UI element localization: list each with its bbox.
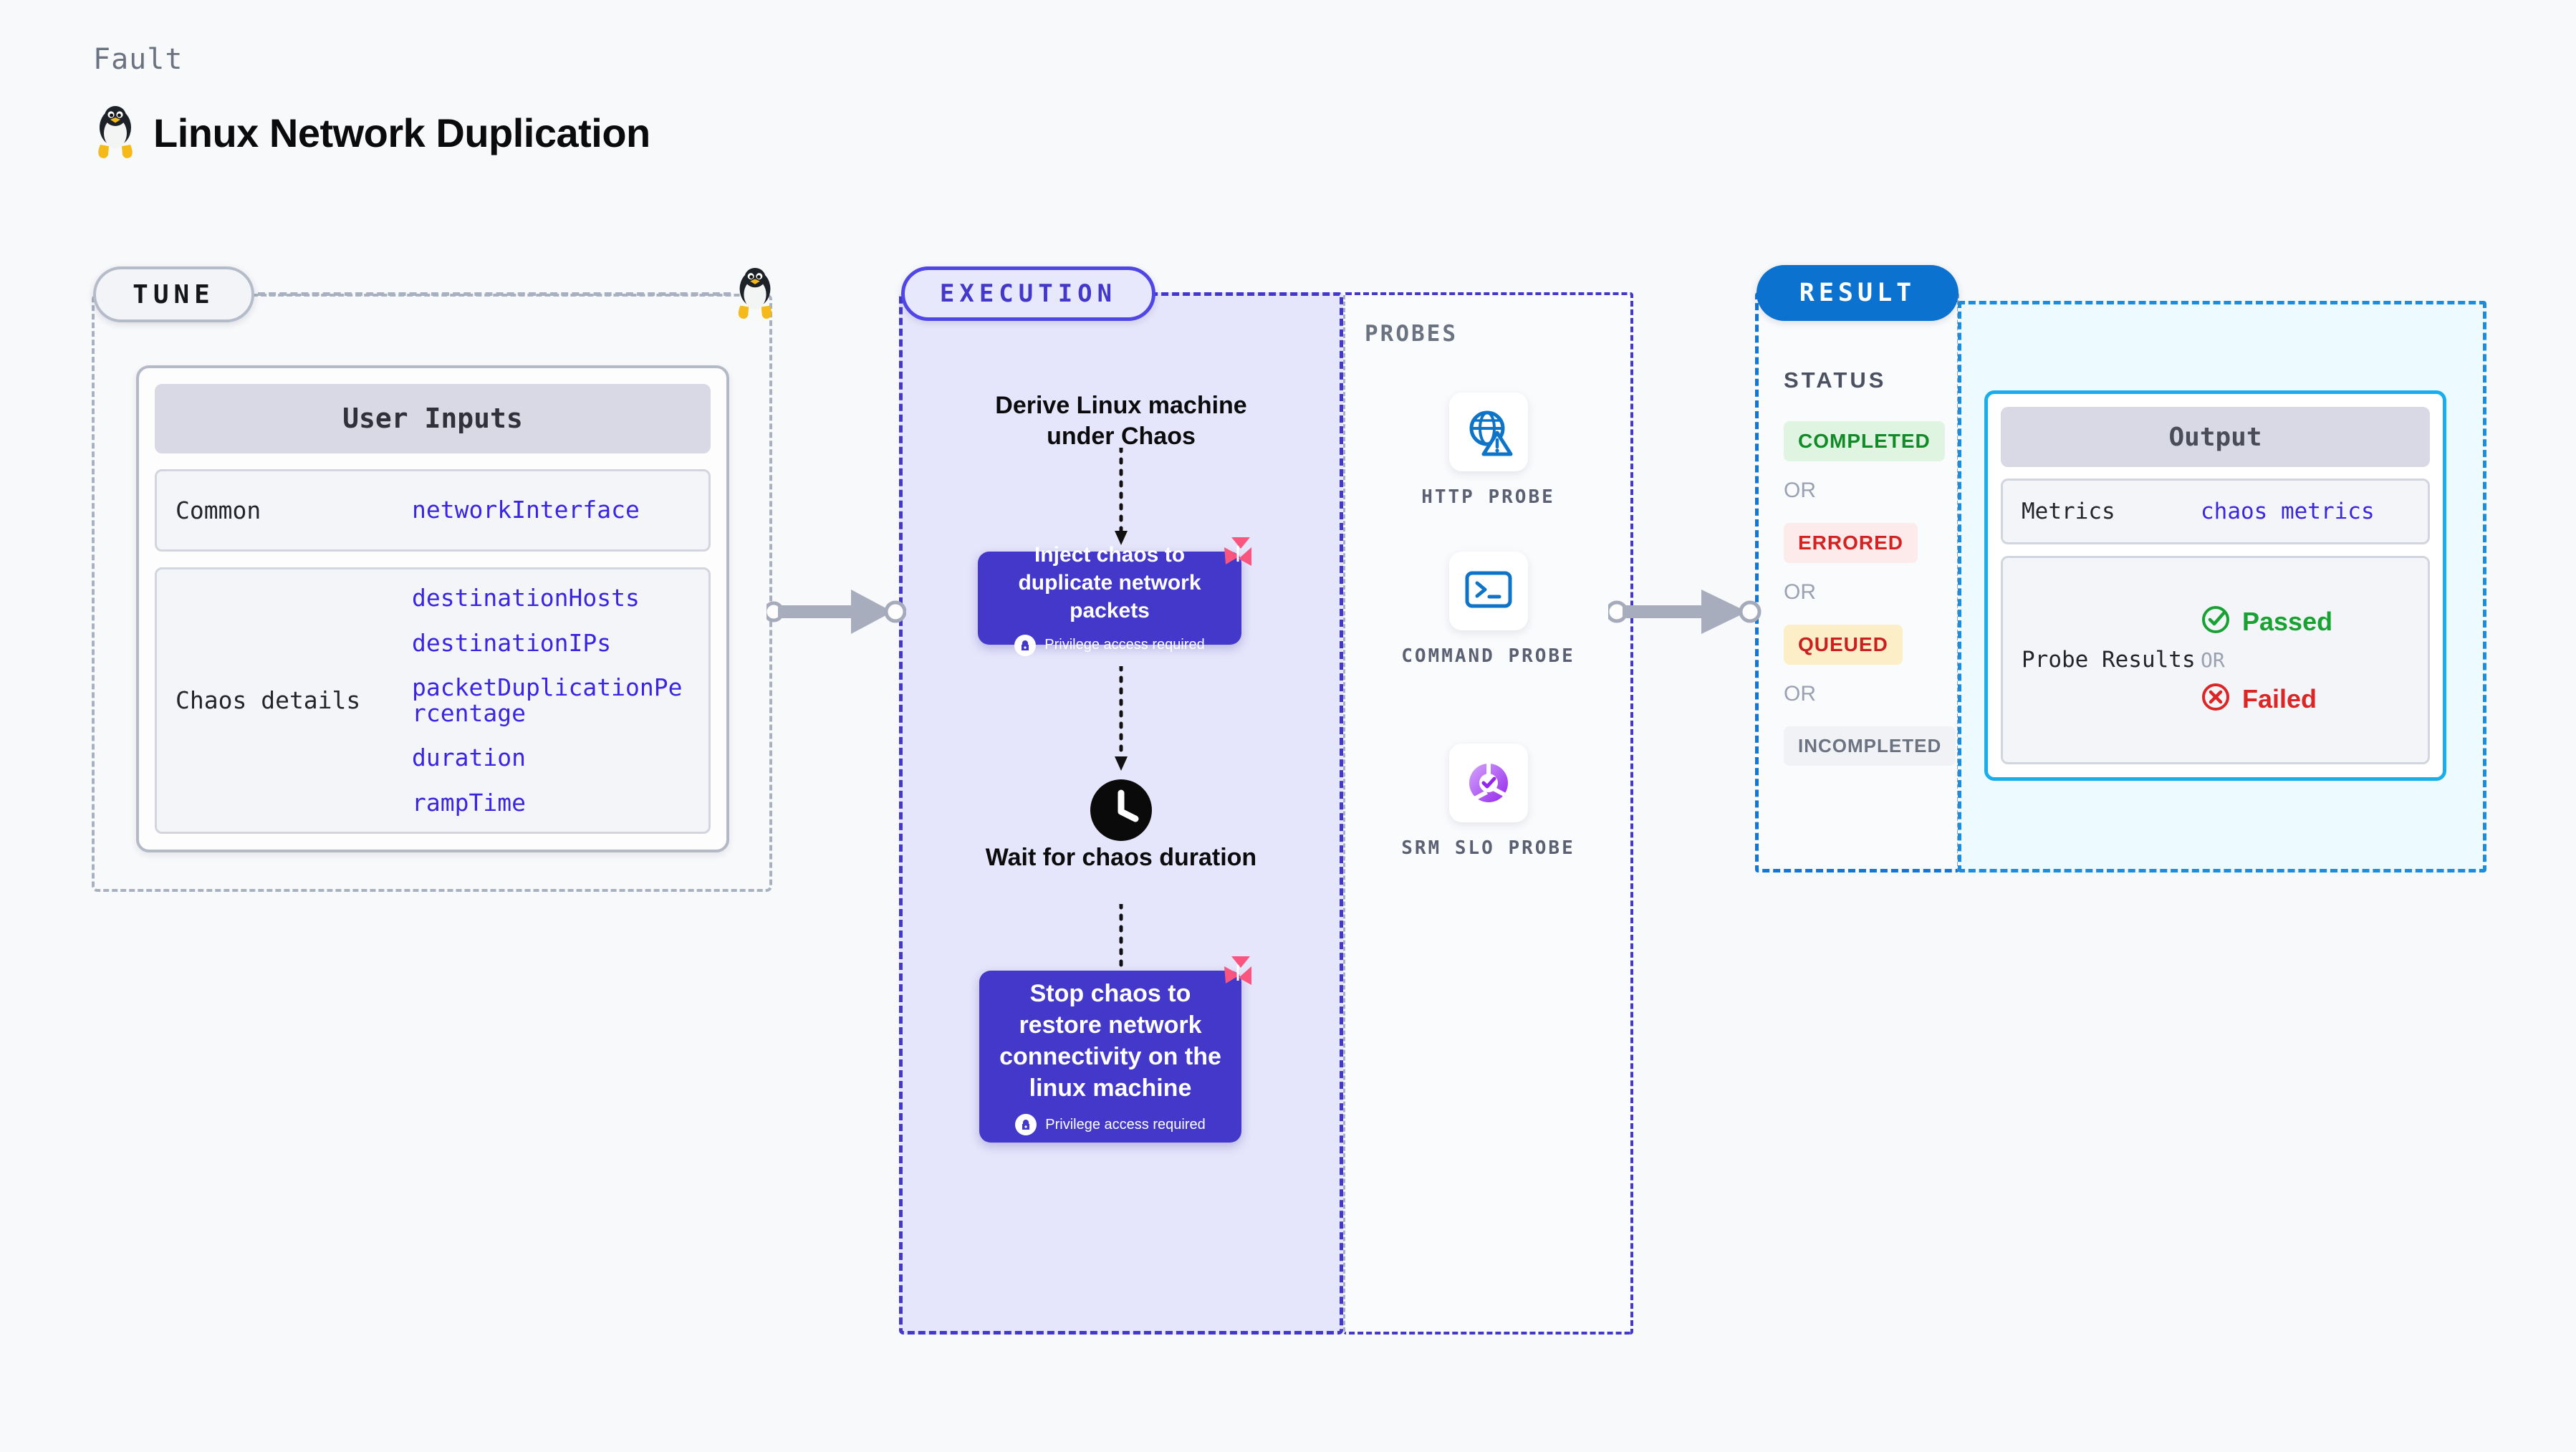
input-row-key: Chaos details: [176, 686, 361, 715]
clock-icon: [1088, 777, 1154, 847]
privilege-label: Privilege access required: [1044, 637, 1205, 653]
page-title-row: Linux Network Duplication: [93, 105, 650, 160]
probes-to-result-arrow: [1605, 584, 1766, 643]
input-value: packetDuplicationPercentage: [412, 673, 683, 728]
status-or-label: OR: [1784, 682, 1816, 706]
input-value: destinationIPs: [412, 628, 612, 657]
linux-penguin-icon: [93, 105, 138, 160]
execution-node-label: Inject chaos to duplicate network packet…: [1018, 542, 1201, 622]
output-row-probe-results: Probe Results Passed OR: [2001, 556, 2430, 764]
output-row-key: Metrics: [2022, 498, 2115, 524]
probe-result-passed: Passed: [2201, 605, 2332, 638]
input-row-key: Common: [176, 496, 261, 524]
input-value: rampTime: [412, 788, 526, 817]
status-badge-incompleted: INCOMPLETED: [1784, 726, 1956, 766]
execution-node-inject-chaos[interactable]: Inject chaos to duplicate network packet…: [978, 537, 1251, 656]
probe-failed-label: Failed: [2242, 683, 2317, 713]
privilege-note: Privilege access required: [1014, 634, 1205, 656]
status-section-label: STATUS: [1784, 367, 1887, 393]
probe-caption: SRM SLO PROBE: [1401, 837, 1575, 859]
flow-connector-dotted: [1107, 446, 1135, 552]
probes-section-label: PROBES: [1365, 321, 1458, 347]
linux-penguin-icon: [733, 266, 777, 324]
output-card-title: Output: [2001, 407, 2430, 467]
input-value: duration: [412, 744, 526, 772]
probe-passed-label: Passed: [2242, 606, 2333, 636]
status-badge-errored: ERRORED: [1784, 523, 1918, 563]
user-inputs-title: User Inputs: [155, 384, 711, 453]
chaos-mark-icon: [1219, 533, 1257, 575]
status-badge-completed: COMPLETED: [1784, 421, 1945, 461]
status-or-label: OR: [1784, 479, 1816, 502]
probe-item-command[interactable]: COMMAND PROBE: [1343, 552, 1633, 669]
srm-slo-donut-icon: [1448, 744, 1528, 822]
input-value: networkInterface: [412, 496, 640, 524]
output-row-value: chaos metrics: [2201, 498, 2375, 524]
execution-step-derive-title: Derive Linux machine under Chaos: [995, 392, 1247, 450]
input-row-common: Common networkInterface: [155, 468, 711, 552]
tune-connector-line: [258, 292, 731, 296]
execution-step-wait-title: Wait for chaos duration: [985, 844, 1257, 871]
flow-connector-dotted: [1107, 664, 1135, 777]
fault-eyebrow-label: Fault: [93, 43, 183, 76]
lock-icon: [1015, 1114, 1037, 1136]
page-header: Fault Linux Network Duplication: [93, 43, 650, 160]
probe-item-http[interactable]: HTTP PROBE: [1343, 393, 1633, 510]
probe-result-or-label: OR: [2201, 648, 2225, 672]
status-or-label: OR: [1784, 580, 1816, 604]
privilege-label: Privilege access required: [1045, 1116, 1206, 1133]
globe-warning-icon: [1448, 393, 1528, 471]
result-badge[interactable]: RESULT: [1756, 265, 1959, 321]
check-circle-icon: [2201, 605, 2231, 638]
probe-caption: HTTP PROBE: [1421, 486, 1555, 508]
chaos-mark-icon: [1219, 952, 1257, 994]
probe-caption: COMMAND PROBE: [1401, 645, 1575, 667]
user-inputs-card: User Inputs Common networkInterface Chao…: [136, 365, 729, 852]
output-card: Output Metrics chaos metrics Probe Resul…: [1984, 390, 2446, 781]
execution-badge[interactable]: EXECUTION: [901, 266, 1155, 321]
x-circle-icon: [2201, 682, 2231, 716]
terminal-icon: [1448, 552, 1528, 630]
output-row-key: Probe Results: [2022, 647, 2196, 673]
privilege-note: Privilege access required: [1015, 1114, 1206, 1136]
tune-to-execution-arrow: [763, 584, 907, 643]
execution-node-label: Stop chaos to restore network connectivi…: [999, 979, 1221, 1102]
tune-badge[interactable]: TUNE: [93, 266, 254, 322]
output-row-metrics: Metrics chaos metrics: [2001, 479, 2430, 544]
probe-item-srm-slo[interactable]: SRM SLO PROBE: [1343, 744, 1633, 861]
input-value: destinationHosts: [412, 584, 640, 612]
page-title: Linux Network Duplication: [153, 110, 650, 155]
input-row-chaos-details: Chaos details destinationHosts destinati…: [155, 567, 711, 834]
probe-result-failed: Failed: [2201, 682, 2332, 716]
lock-icon: [1014, 634, 1037, 656]
execution-node-stop-chaos[interactable]: Stop chaos to restore network connectivi…: [979, 956, 1251, 1143]
status-badge-queued: QUEUED: [1784, 625, 1903, 665]
